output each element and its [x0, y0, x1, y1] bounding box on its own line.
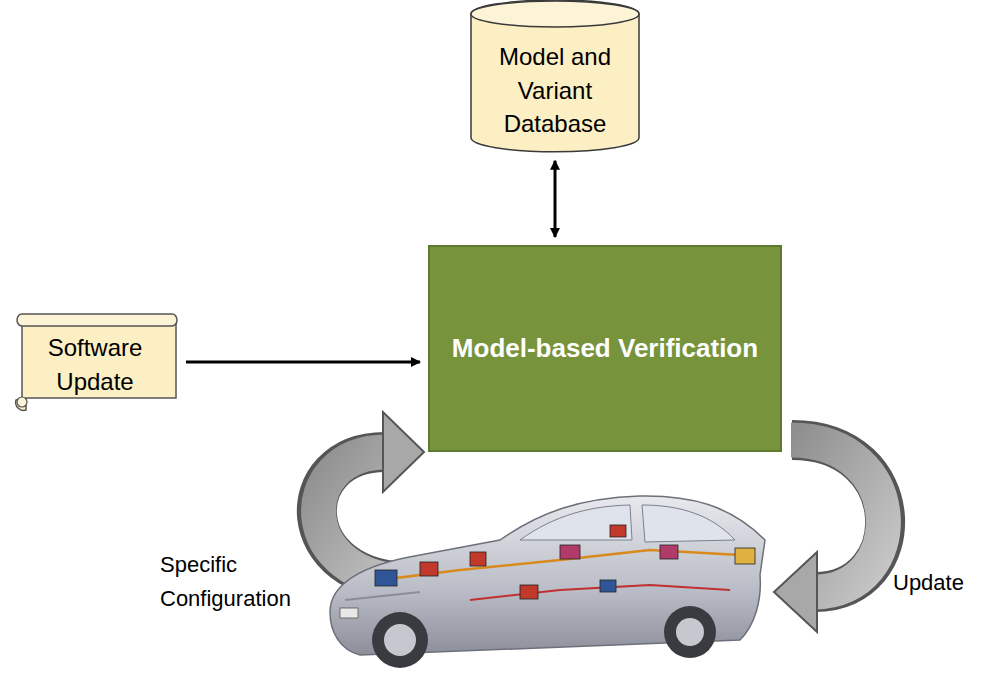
node-text: Software Update	[24, 331, 166, 398]
node-text: Model and Variant Database	[482, 40, 628, 141]
connector-arrow	[554, 161, 557, 237]
node-text: Model-based Verification	[440, 330, 770, 366]
document-scroll: Software Update	[12, 312, 178, 412]
car-illustration	[330, 496, 765, 668]
database-cylinder: Model and Variant Database	[470, 0, 640, 153]
curved-arrow	[774, 440, 885, 632]
arrow-label: Update	[893, 566, 983, 600]
arrow-label: Specific Configuration	[160, 548, 335, 616]
connector-arrow	[186, 361, 420, 364]
node-outline	[12, 312, 178, 412]
process-box: Model-based Verification	[428, 245, 782, 452]
